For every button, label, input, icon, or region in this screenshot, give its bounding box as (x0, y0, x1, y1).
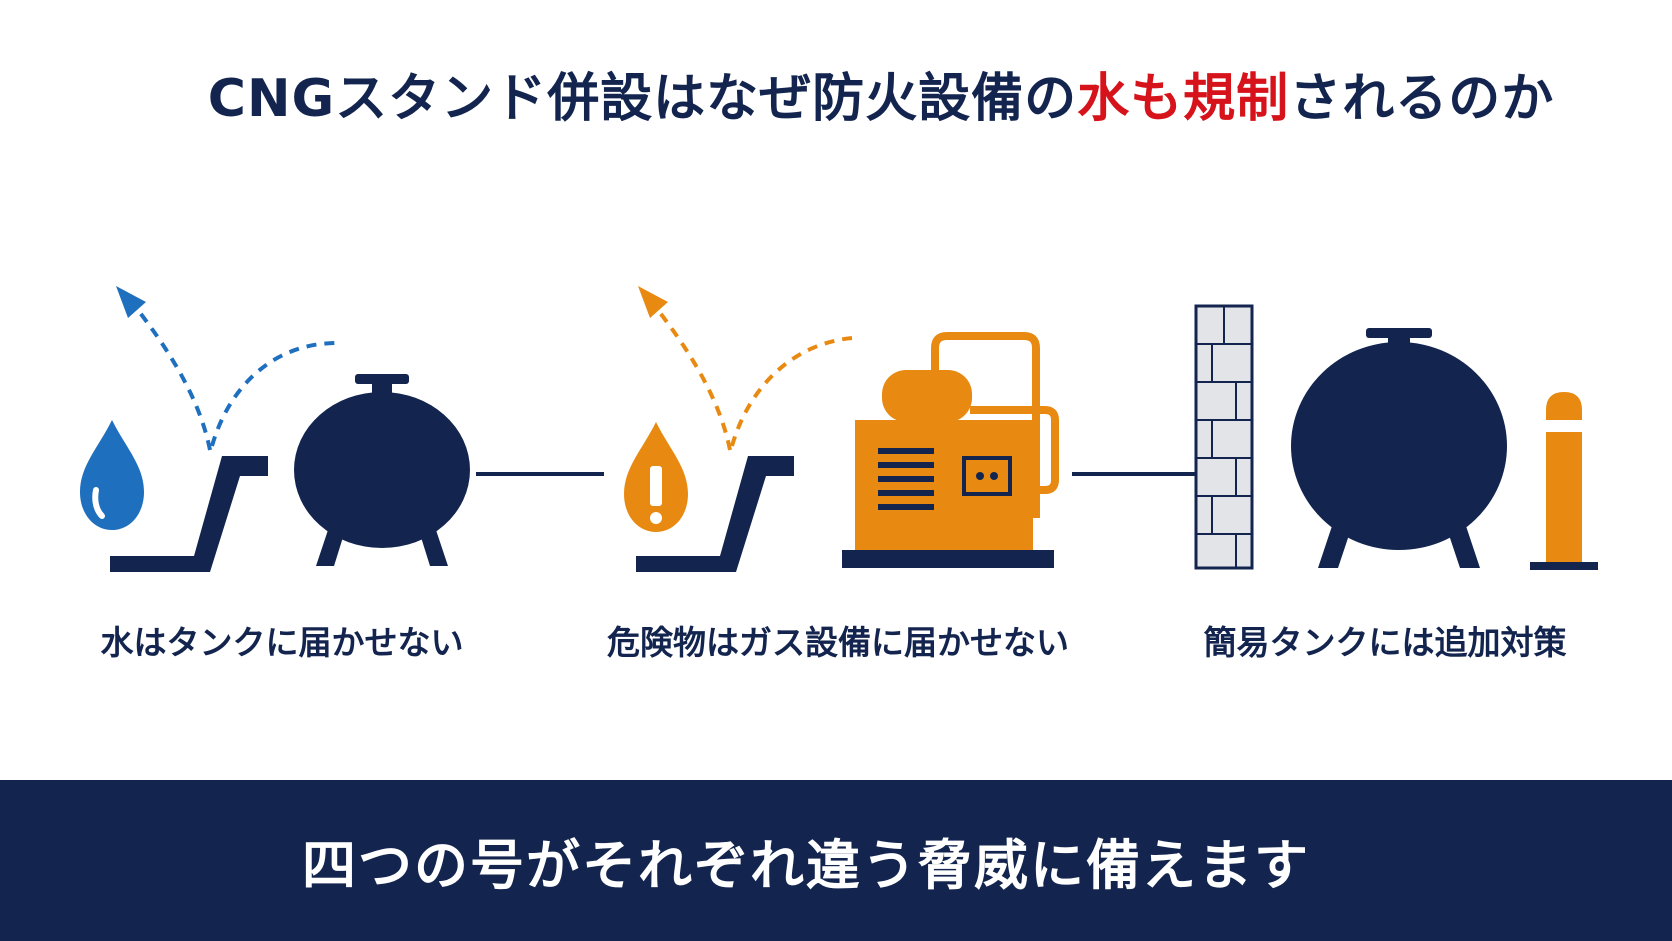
page-title: CNGスタンド併設はなぜ防火設備の水も規制されるのか (0, 56, 1672, 131)
hazmat-curb-icon (636, 456, 794, 572)
caption-simple-tank: 簡易タンクには追加対策 (1203, 623, 1567, 662)
spherical-tank-icon (294, 374, 470, 566)
bollard-icon (1530, 392, 1598, 570)
footer-banner: 四つの号がそれぞれ違う脅威に備えます (0, 780, 1672, 941)
caption-hazmat: 危険物はガス設備に届かせない (607, 623, 1069, 662)
spherical-tank-icon (1291, 328, 1507, 568)
title-suffix: されるのか (1289, 69, 1555, 129)
title-highlight: 水も規制 (1077, 69, 1290, 129)
hazard-drop-icon (624, 422, 688, 532)
title-prefix: CNGスタンド併設はなぜ防火設備の (207, 69, 1078, 129)
caption-water: 水はタンクに届かせない (100, 623, 464, 662)
water-drop-icon (80, 420, 144, 530)
simple-tank-section (1194, 304, 1598, 570)
water-splash-arrows-icon (116, 286, 336, 451)
water-curb-icon (110, 456, 268, 572)
footer-message: 四つの号がそれぞれ違う脅威に備えます (302, 834, 1310, 897)
water-section (80, 286, 470, 572)
hazmat-splash-arrows-icon (638, 286, 853, 451)
gas-compressor-icon (842, 332, 1059, 568)
hazmat-section (624, 286, 1059, 572)
brick-wall-icon (1194, 304, 1254, 570)
